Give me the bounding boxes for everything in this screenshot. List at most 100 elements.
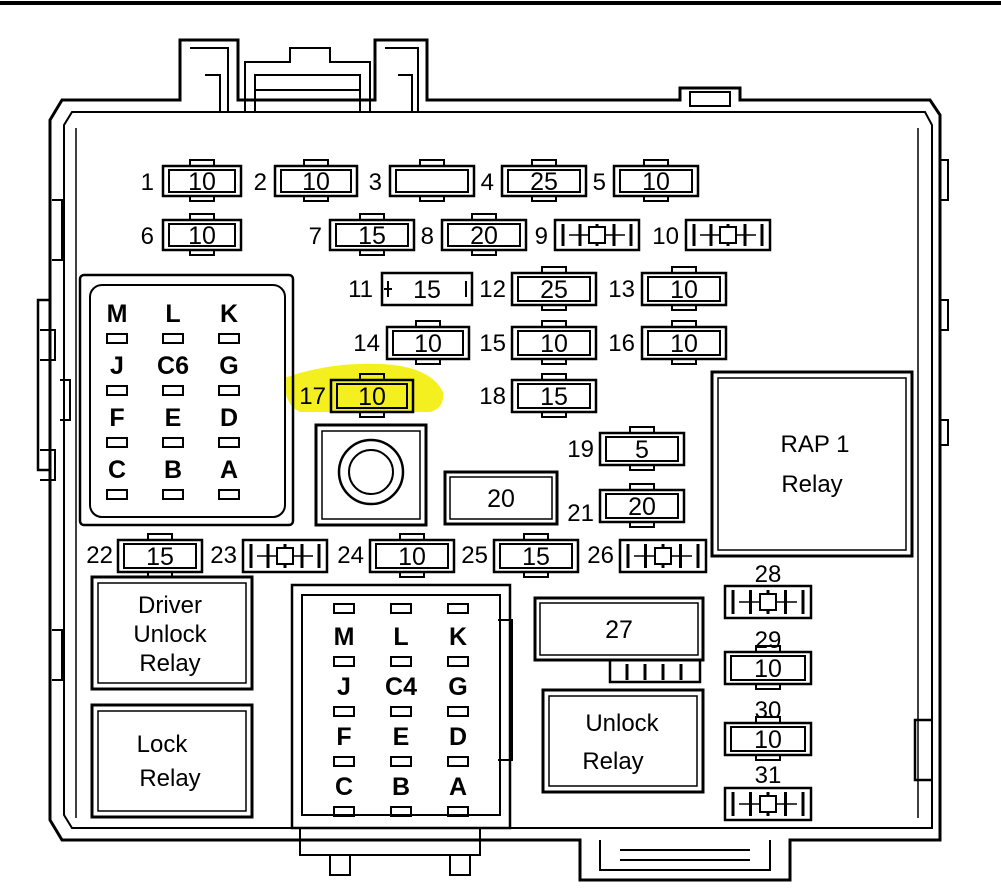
fuse-17-highlight xyxy=(284,363,444,412)
fuse-8-rating: 20 xyxy=(470,222,498,250)
fuse-11-number: 11 xyxy=(348,276,373,303)
c4-pin-c: C xyxy=(335,773,353,801)
c6-pin-slot xyxy=(162,489,184,500)
fuse-26: 26 xyxy=(587,538,708,574)
c6-pin-slot xyxy=(218,333,240,344)
c4-pin-slot xyxy=(333,756,355,767)
c4-pin-a: A xyxy=(449,773,467,801)
c4-pin-slot xyxy=(390,806,412,817)
fuse-27: 27 xyxy=(533,596,705,684)
driver-unlock-relay: Driver Unlock Relay xyxy=(90,575,254,691)
c6-pin-b: B xyxy=(164,456,182,484)
unlock-relay-label-2: Relay xyxy=(582,748,643,775)
driver-unlock-relay-label-3: Relay xyxy=(139,650,200,677)
driver-unlock-relay-label-2: Unlock xyxy=(133,621,207,648)
fuse-5: 5 10 xyxy=(593,159,700,202)
fuse-24-number: 24 xyxy=(337,542,364,569)
c6-pin-d: D xyxy=(220,404,238,432)
fuse-13-number: 13 xyxy=(608,276,635,303)
fuse-19-rating: 5 xyxy=(635,436,649,464)
fuse-2-number: 2 xyxy=(254,169,267,196)
fuse-30-rating: 10 xyxy=(754,726,782,754)
c4-pin-slot xyxy=(447,806,469,817)
rap1-relay-label-2: Relay xyxy=(781,471,842,498)
rap1-relay: RAP 1 Relay xyxy=(710,370,914,558)
fuse-5-rating: 10 xyxy=(642,168,670,196)
c6-pin-slot xyxy=(106,437,128,448)
fuse-8: 8 20 xyxy=(421,213,528,256)
c4-pin-slot xyxy=(390,706,412,717)
fuse-9-number: 9 xyxy=(535,223,548,250)
fuse-28-number: 28 xyxy=(755,561,782,588)
fuse-20: 20 xyxy=(443,470,559,526)
fuse-3: 3 xyxy=(369,159,476,202)
c4-pin-e: E xyxy=(393,723,410,751)
c6-pin-j: J xyxy=(110,352,124,380)
fuse-13: 13 10 xyxy=(608,266,728,311)
fuse-6-number: 6 xyxy=(141,223,154,250)
fuse-30-number: 30 xyxy=(755,697,782,724)
c6-pin-f: F xyxy=(109,404,124,432)
rap1-relay-label-1: RAP 1 xyxy=(781,431,850,458)
c6-pin-slot xyxy=(106,489,128,500)
c4-pin-j: J xyxy=(337,673,351,701)
fuse-25-number: 25 xyxy=(461,542,488,569)
c4-pin-slot xyxy=(447,756,469,767)
c4-pin-slot xyxy=(333,706,355,717)
fuse-4-number: 4 xyxy=(481,169,494,196)
c4-pin-f: F xyxy=(336,723,351,751)
c4-pin-slot xyxy=(390,603,412,614)
c6-pin-m: M xyxy=(107,300,128,328)
fuse-24-rating: 10 xyxy=(398,543,426,571)
fuse-20-rating: 20 xyxy=(487,485,515,513)
c6-pin-g: G xyxy=(219,352,238,380)
c4-pin-g: G xyxy=(448,673,467,701)
fuse-13-rating: 10 xyxy=(670,276,698,304)
c4-pin-slot xyxy=(447,656,469,667)
c4-pin-slot xyxy=(447,603,469,614)
fuse-3-number: 3 xyxy=(369,169,382,196)
c6-pin-c6: C6 xyxy=(157,352,189,380)
fuse-5-number: 5 xyxy=(593,169,606,196)
c6-pin-e: E xyxy=(165,404,182,432)
round-socket xyxy=(314,423,428,527)
fuse-31-number: 31 xyxy=(755,762,782,789)
fuse-16-rating: 10 xyxy=(670,330,698,358)
c6-pin-a: A xyxy=(220,456,238,484)
lock-relay: Lock Relay xyxy=(90,703,254,819)
c6-pin-slot xyxy=(218,385,240,396)
fuse-8-number: 8 xyxy=(421,223,434,250)
c4-pin-k: K xyxy=(449,623,467,651)
fuse-4: 4 25 xyxy=(481,159,588,202)
c4-pin-slot xyxy=(333,603,355,614)
fuse-9: 9 xyxy=(535,218,641,252)
fuse-7-rating: 15 xyxy=(358,222,386,250)
driver-unlock-relay-label-1: Driver xyxy=(138,592,202,619)
c6-pin-c: C xyxy=(108,456,126,484)
fuse-16-number: 16 xyxy=(608,330,635,357)
fuse-1-number: 1 xyxy=(141,169,154,196)
c6-pin-slot xyxy=(106,385,128,396)
c4-pin-m: M xyxy=(334,623,355,651)
c4-pin-slot xyxy=(447,706,469,717)
fuse-11-rating: 15 xyxy=(413,276,441,304)
unlock-relay-label-1: Unlock xyxy=(585,710,659,737)
c6-pin-slot xyxy=(218,489,240,500)
fuse-15-rating: 10 xyxy=(540,330,568,358)
fuse-18-number: 18 xyxy=(479,383,506,410)
fuse-4-rating: 25 xyxy=(530,168,558,196)
fuse-29-number: 29 xyxy=(755,627,782,654)
